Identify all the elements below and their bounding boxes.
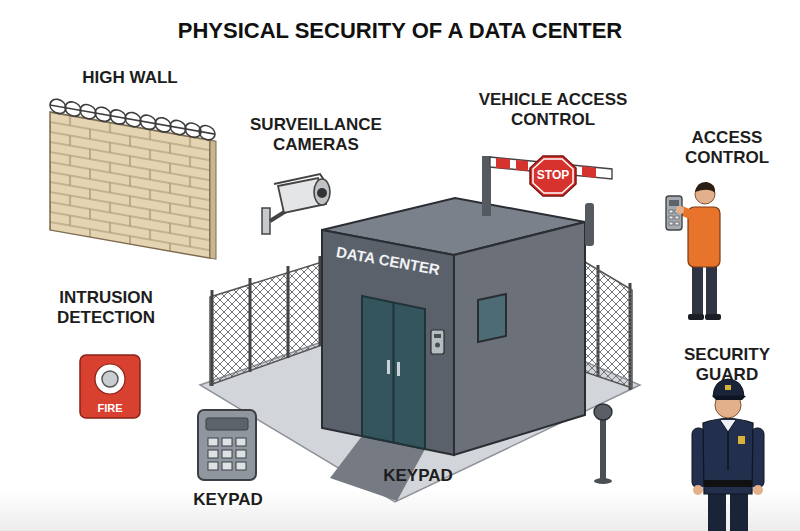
guard-badge bbox=[738, 436, 745, 444]
reader-screen bbox=[669, 200, 679, 206]
camera-mount bbox=[262, 208, 270, 234]
building-window bbox=[478, 294, 506, 342]
bollard-post bbox=[585, 203, 594, 246]
callout-label: KEYPAD bbox=[178, 490, 278, 510]
callout-label: INTRUSION DETECTION bbox=[41, 288, 171, 329]
chain-fence bbox=[210, 262, 322, 385]
guard-hand bbox=[693, 485, 703, 495]
keypad-key bbox=[222, 438, 232, 446]
person-leg bbox=[692, 264, 703, 316]
callout-label: VEHICLE ACCESS CONTROL bbox=[467, 90, 639, 131]
reader-key bbox=[669, 210, 673, 213]
door-split bbox=[393, 302, 395, 443]
guard-collar bbox=[720, 420, 736, 432]
reader-key bbox=[675, 222, 679, 225]
data-center-building: DATA CENTER bbox=[322, 225, 454, 455]
keypad-key bbox=[236, 450, 246, 458]
door-handle bbox=[397, 362, 400, 376]
fence-post bbox=[211, 290, 214, 386]
person-hand bbox=[676, 206, 684, 214]
person-shoe bbox=[705, 314, 721, 320]
keypad-key bbox=[208, 438, 218, 446]
alarm-box bbox=[80, 355, 140, 418]
keypad-screen bbox=[206, 418, 248, 430]
post-base bbox=[594, 478, 612, 484]
barrier-stripe bbox=[516, 160, 528, 171]
keypad-key bbox=[236, 438, 246, 446]
reader-key bbox=[675, 216, 679, 219]
guard-button-line bbox=[727, 432, 729, 470]
chain-fence bbox=[585, 262, 632, 388]
guard-hand bbox=[753, 485, 763, 495]
building-front bbox=[322, 230, 454, 455]
door-handle bbox=[387, 360, 390, 374]
barrier-stripe bbox=[496, 158, 510, 169]
camera-face bbox=[314, 179, 330, 205]
callout-label: SECURITY GUARD bbox=[675, 345, 779, 386]
entry-door bbox=[362, 296, 425, 449]
guard-torso bbox=[703, 419, 753, 495]
diagram-title: PHYSICAL SECURITY OF A DATA CENTER bbox=[20, 18, 780, 44]
wire-line bbox=[50, 105, 215, 134]
brick-wall bbox=[50, 112, 210, 258]
callout-label: HIGH WALL bbox=[50, 68, 210, 88]
post-head bbox=[594, 404, 612, 420]
guard-leg bbox=[730, 490, 748, 531]
keypad-key bbox=[208, 462, 218, 470]
keypad-key bbox=[222, 450, 232, 458]
keypad-key bbox=[222, 462, 232, 470]
camera-lens bbox=[317, 188, 327, 198]
fence-post bbox=[249, 278, 252, 372]
callout-label: KEYPAD bbox=[368, 466, 468, 486]
guard-visor bbox=[712, 396, 746, 400]
fire-alarm: FIRE bbox=[80, 355, 140, 418]
reader-key bbox=[669, 216, 673, 219]
person-hair bbox=[695, 182, 715, 193]
keypad-post bbox=[600, 418, 606, 480]
stop-sign: STOP bbox=[530, 156, 576, 196]
alarm-button bbox=[102, 371, 118, 387]
callout-label: SURVEILLANCE CAMERAS bbox=[241, 115, 391, 156]
person-shoe bbox=[688, 314, 704, 320]
alarm-text: FIRE bbox=[80, 402, 140, 414]
guard-leg bbox=[708, 490, 726, 531]
keypad-body bbox=[198, 410, 256, 480]
wall-edge bbox=[210, 140, 216, 259]
alarm-ring bbox=[95, 364, 125, 394]
guard-belt bbox=[704, 480, 752, 487]
keypad-key bbox=[236, 462, 246, 470]
barrier-stripe bbox=[582, 166, 596, 178]
door-keypad-button bbox=[435, 343, 440, 348]
person-leg bbox=[706, 264, 717, 316]
sign-text: STOP bbox=[530, 169, 576, 182]
fence-post bbox=[287, 266, 290, 358]
keypad-key bbox=[208, 450, 218, 458]
cap-badge bbox=[725, 385, 731, 390]
callout-label: ACCESS CONTROL bbox=[677, 128, 777, 169]
reader-key bbox=[669, 222, 673, 225]
stop-octagon bbox=[530, 156, 576, 196]
door-keypad-screen bbox=[434, 334, 441, 338]
door-keypad bbox=[431, 330, 444, 354]
building-side bbox=[454, 222, 585, 455]
